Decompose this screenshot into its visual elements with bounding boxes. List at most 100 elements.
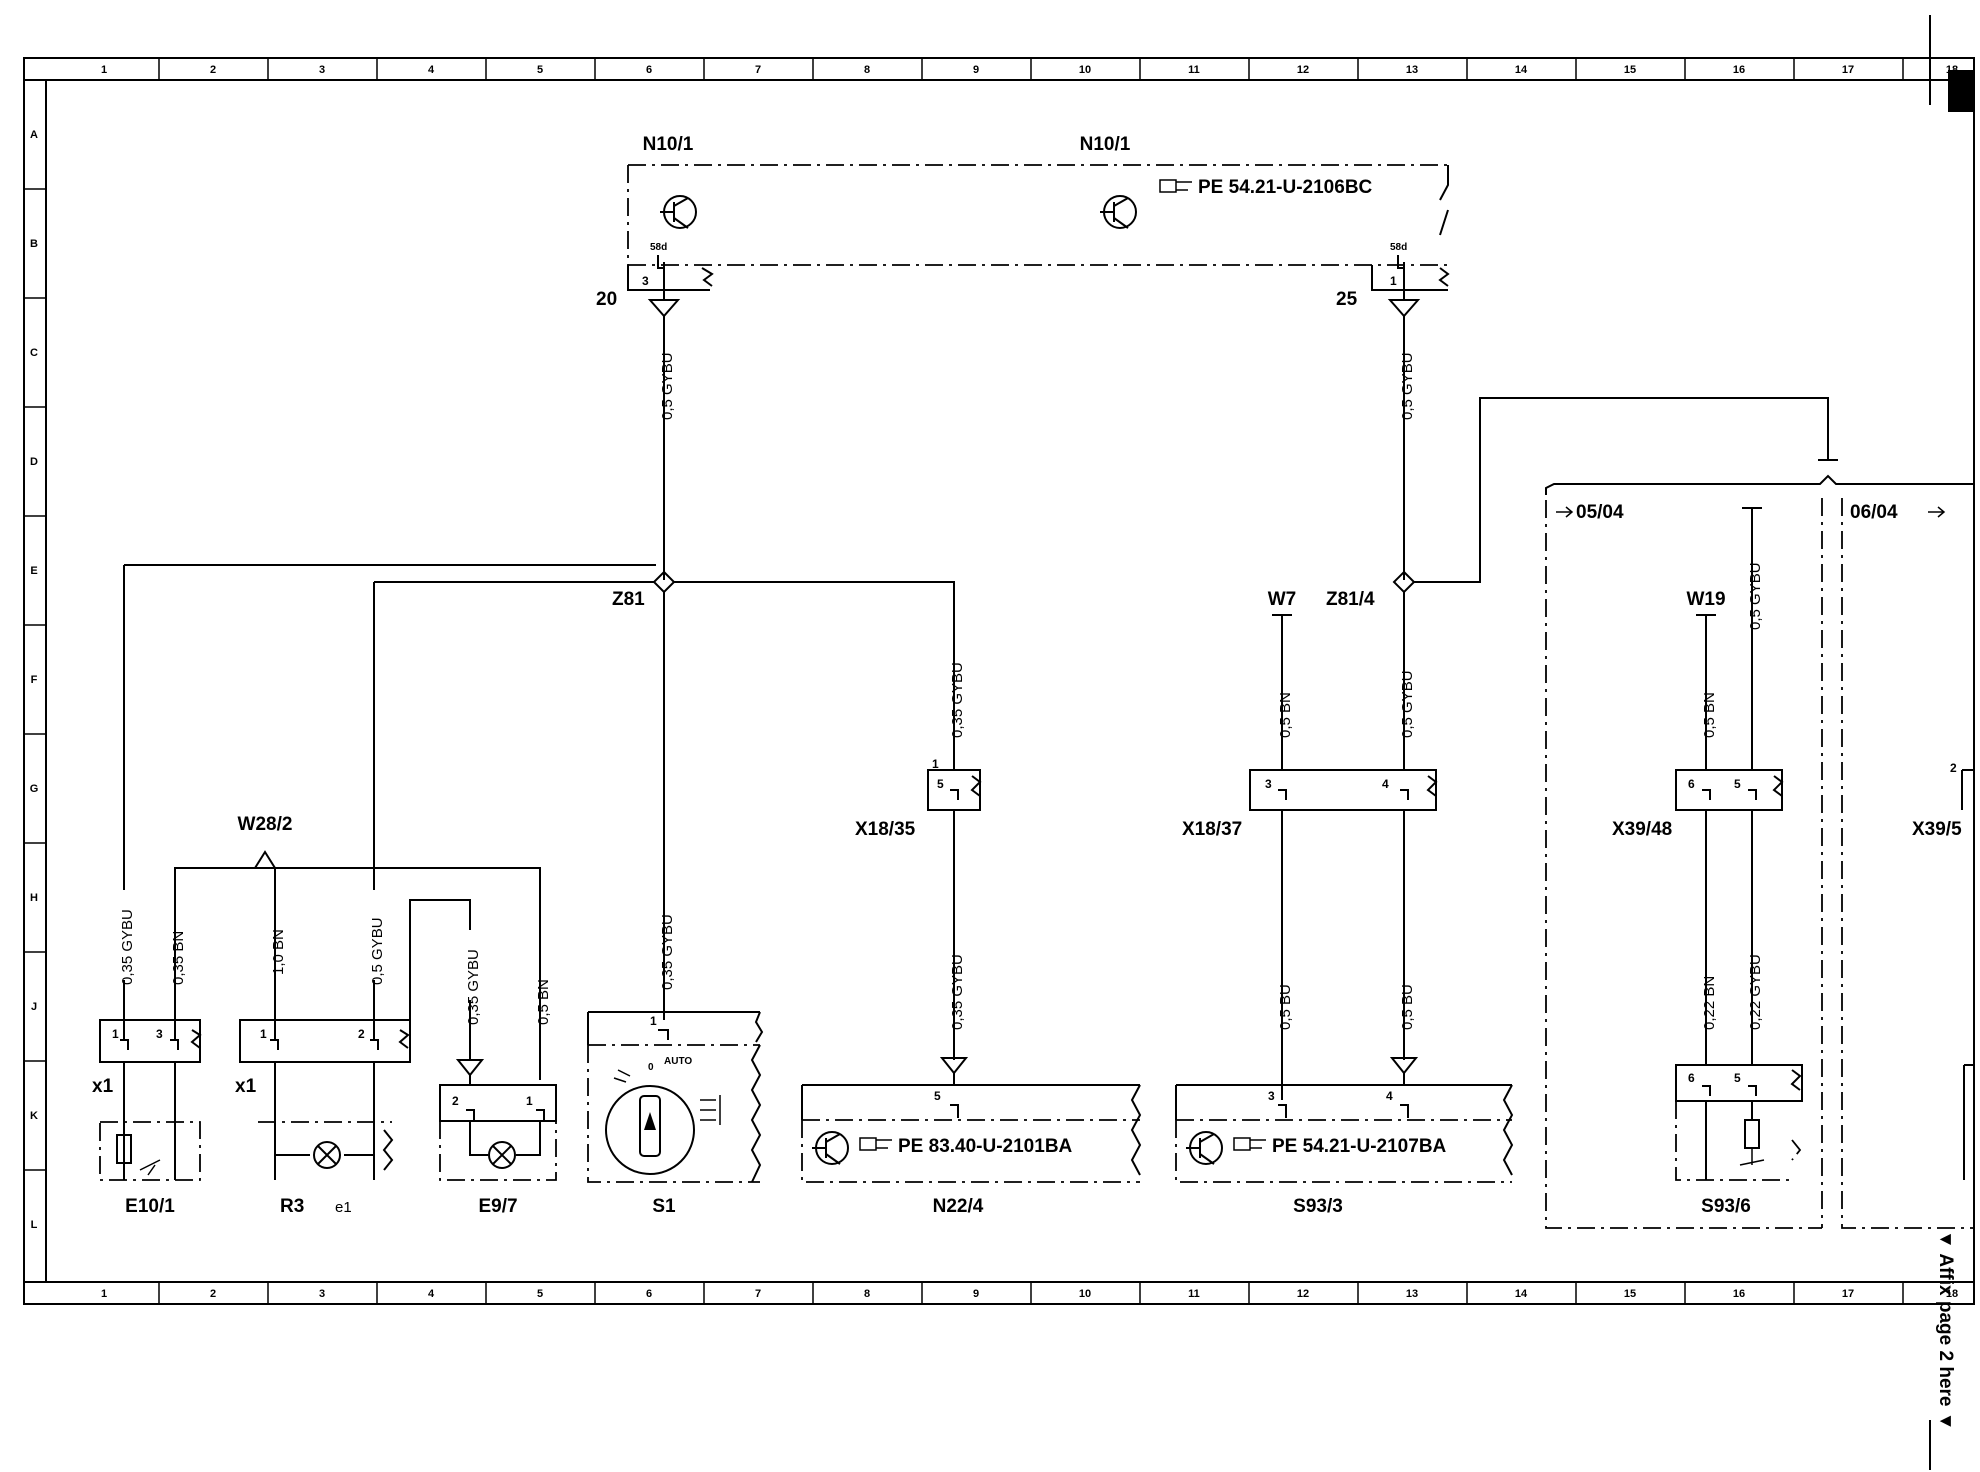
pin-3: 3 [156, 1027, 163, 1041]
grid-col-top: 13 [1406, 64, 1418, 76]
pin-5: 5 [1734, 777, 1741, 791]
pin-1: 1 [526, 1094, 533, 1108]
transistor-icon [1186, 1131, 1223, 1165]
lamp-icon [313, 1141, 341, 1169]
pin-1: 1 [932, 757, 939, 771]
transistor-icon [812, 1131, 849, 1165]
grid-col-bottom: 3 [319, 1288, 325, 1300]
grid-col-top: 15 [1624, 64, 1636, 76]
grid-col-top: 11 [1188, 64, 1200, 76]
grid-row: D [30, 456, 38, 468]
lamp-icon [488, 1141, 516, 1169]
wire-label: 0,5 GYBU [369, 917, 386, 985]
grid-columns: 1 2 3 4 5 6 7 8 9 10 11 12 13 14 15 16 1… [101, 58, 1958, 1304]
wire-label: 0,35 BN [170, 931, 187, 985]
z81-4-label: Z81/4 [1326, 589, 1375, 610]
grid-col-bottom: 8 [864, 1288, 870, 1300]
e10-1-label: E10/1 [125, 1196, 175, 1217]
wire-label: 0,22 GYBU [1747, 954, 1764, 1030]
pin-2: 2 [452, 1094, 459, 1108]
w28-2-label: W28/2 [238, 814, 293, 835]
grid-col-top: 8 [864, 64, 870, 76]
grid-col-bottom: 2 [210, 1288, 216, 1300]
grid-col-top: 6 [646, 64, 652, 76]
affix-note: ▼ Affix page 2 here ▼ [1935, 1230, 1956, 1431]
n10-1-label-left: N10/1 [643, 134, 694, 155]
num-20: 20 [596, 289, 617, 310]
x39-48-label: X39/48 [1612, 819, 1672, 840]
grid-col-bottom: 1 [101, 1288, 107, 1300]
grid-rows: A B C D E F G H J K L [24, 129, 46, 1231]
section-s93-3: W7 0,5 BN 0,5 GYBU 3 4 X18/37 0,5 BU 0,5… [1175, 589, 1514, 1217]
resistor-icon [1744, 1119, 1760, 1149]
grid-row: C [30, 347, 38, 359]
pin-5: 5 [937, 777, 944, 791]
pin-2: 2 [358, 1027, 365, 1041]
grid-col-top: 2 [210, 64, 216, 76]
n10-ref: PE 54.21-U-2106BC [1198, 177, 1373, 198]
pin-6: 6 [1688, 1071, 1695, 1085]
wire-label: 0,5 GYBU [1399, 352, 1416, 420]
grid-col-bottom: 17 [1842, 1288, 1854, 1300]
w7-label: W7 [1268, 589, 1297, 610]
grid-col-bottom: 5 [537, 1288, 543, 1300]
pin-1: 1 [1390, 274, 1397, 288]
wire-label: 0,5 GYBU [1747, 562, 1764, 630]
wire-label: 0,35 GYBU [949, 954, 966, 1030]
num-25: 25 [1336, 289, 1358, 310]
grid-col-bottom: 18 [1946, 1288, 1958, 1300]
grid-col-top: 9 [973, 64, 979, 76]
grid-row: A [30, 129, 38, 141]
ground-arrow-icon [939, 1057, 969, 1085]
pin-1: 1 [260, 1027, 267, 1041]
transistor-icon [660, 195, 697, 229]
wire-label: 0,35 GYBU [949, 662, 966, 738]
wire-label: 0,35 GYBU [119, 909, 136, 985]
x18-35-label: X18/35 [855, 819, 916, 840]
grid-col-bottom: 6 [646, 1288, 652, 1300]
pin-3: 3 [1268, 1089, 1275, 1103]
wire-label: 0,5 GYBU [1399, 670, 1416, 738]
grid-col-top: 1 [101, 64, 107, 76]
section-e10-r3-e9: W28/2 0,35 GYBU 0,35 BN 1,0 BN 0,5 GYBU … [92, 565, 557, 1217]
e9-7-label: E9/7 [478, 1196, 517, 1217]
pin-58d-left: 58d [650, 242, 667, 253]
module-n10-1: N10/1 N10/1 PE 54.21-U-2106BC 58d 58d 3 … [596, 134, 1450, 325]
ground-arrow-icon [647, 274, 681, 325]
s93-6-label: S93/6 [1701, 1196, 1751, 1217]
grid-col-bottom: 15 [1624, 1288, 1636, 1300]
page-marker [1948, 70, 1974, 112]
pin-1: 1 [112, 1027, 119, 1041]
section-n22-4: 0,35 GYBU 1 5 X18/35 0,35 GYBU 5 PE 83.4 [801, 640, 1142, 1217]
pin-1: 1 [650, 1014, 657, 1028]
grid-col-top: 16 [1733, 64, 1745, 76]
x18-37-label: X18/37 [1182, 819, 1242, 840]
wire-label: 1,0 BN [270, 929, 287, 975]
w19-label: W19 [1686, 589, 1725, 610]
grid-row: G [30, 783, 39, 795]
wire-label: 0,35 GYBU [659, 914, 676, 990]
x1-label: x1 [235, 1076, 257, 1097]
grid-col-bottom: 12 [1297, 1288, 1309, 1300]
grid-row: H [30, 892, 38, 904]
zone-0504-label: 05/04 [1576, 502, 1624, 523]
e1-label: e1 [335, 1199, 352, 1216]
grid-col-bottom: 10 [1079, 1288, 1091, 1300]
s93-3-label: S93/3 [1293, 1196, 1343, 1217]
rotary-switch-icon [605, 1069, 721, 1175]
wire-label: 0,5 BU [1399, 984, 1416, 1030]
wire-label: 0,5 BN [1701, 692, 1718, 738]
zone-05-04: 05/04 06/04 W19 0,5 BN 0,5 GYBU 6 5 X39/… [1545, 474, 1974, 1229]
junction-z81-4: Z81/4 [1326, 397, 1838, 680]
grid-col-top: 4 [428, 64, 435, 76]
grid-row: J [31, 1001, 37, 1013]
grid-col-bottom: 16 [1733, 1288, 1745, 1300]
switch-s1: 0,35 GYBU 1 0 AUTO S1 [587, 880, 764, 1217]
wire-label: 0,5 BN [535, 979, 552, 1025]
resistor-icon [116, 1134, 132, 1164]
wire-label: 0,35 GYBU [465, 949, 482, 1025]
r3-label: R3 [280, 1196, 304, 1217]
s1-position-0: 0 [648, 1062, 654, 1073]
pin-58d-right: 58d [1390, 242, 1407, 253]
